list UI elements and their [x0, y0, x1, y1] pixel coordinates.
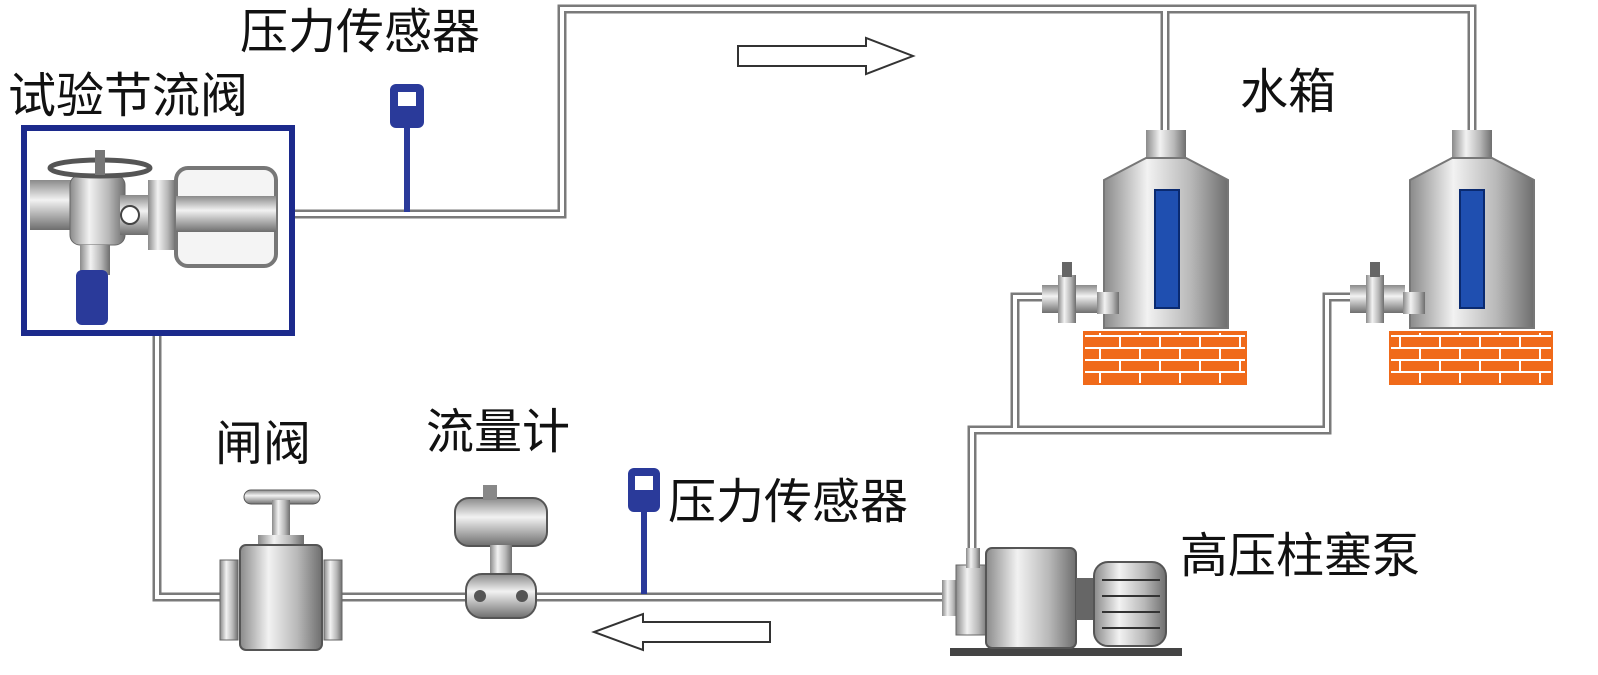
- water-tank-label: 水箱: [1240, 64, 1337, 120]
- pressure-sensor-top-label: 压力传感器: [240, 4, 481, 60]
- tank-1-inlet-valve: [1042, 262, 1119, 323]
- water-tank-1: [1042, 130, 1247, 385]
- water-tank-2: [1350, 130, 1553, 385]
- pressure-sensor-bottom-label: 压力传感器: [668, 474, 909, 530]
- tank-2-inlet-valve: [1350, 262, 1425, 323]
- throttle-valve-label: 试验节流阀: [8, 68, 249, 124]
- flow-arrow-right: [737, 36, 916, 76]
- pressure-sensor-top: [390, 84, 424, 212]
- gate-valve-label: 闸阀: [215, 416, 312, 472]
- plunger-pump: [942, 547, 1182, 656]
- gate-valve: [219, 489, 343, 651]
- flow-meter: [454, 485, 548, 619]
- throttle-valve: [21, 125, 295, 336]
- plunger-pump-label: 高压柱塞泵: [1180, 528, 1421, 584]
- pressure-sensor-bottom: [628, 468, 660, 594]
- flow-meter-label: 流量计: [426, 404, 571, 460]
- pipe-network: [152, 4, 1477, 602]
- flow-arrow-left: [591, 612, 771, 652]
